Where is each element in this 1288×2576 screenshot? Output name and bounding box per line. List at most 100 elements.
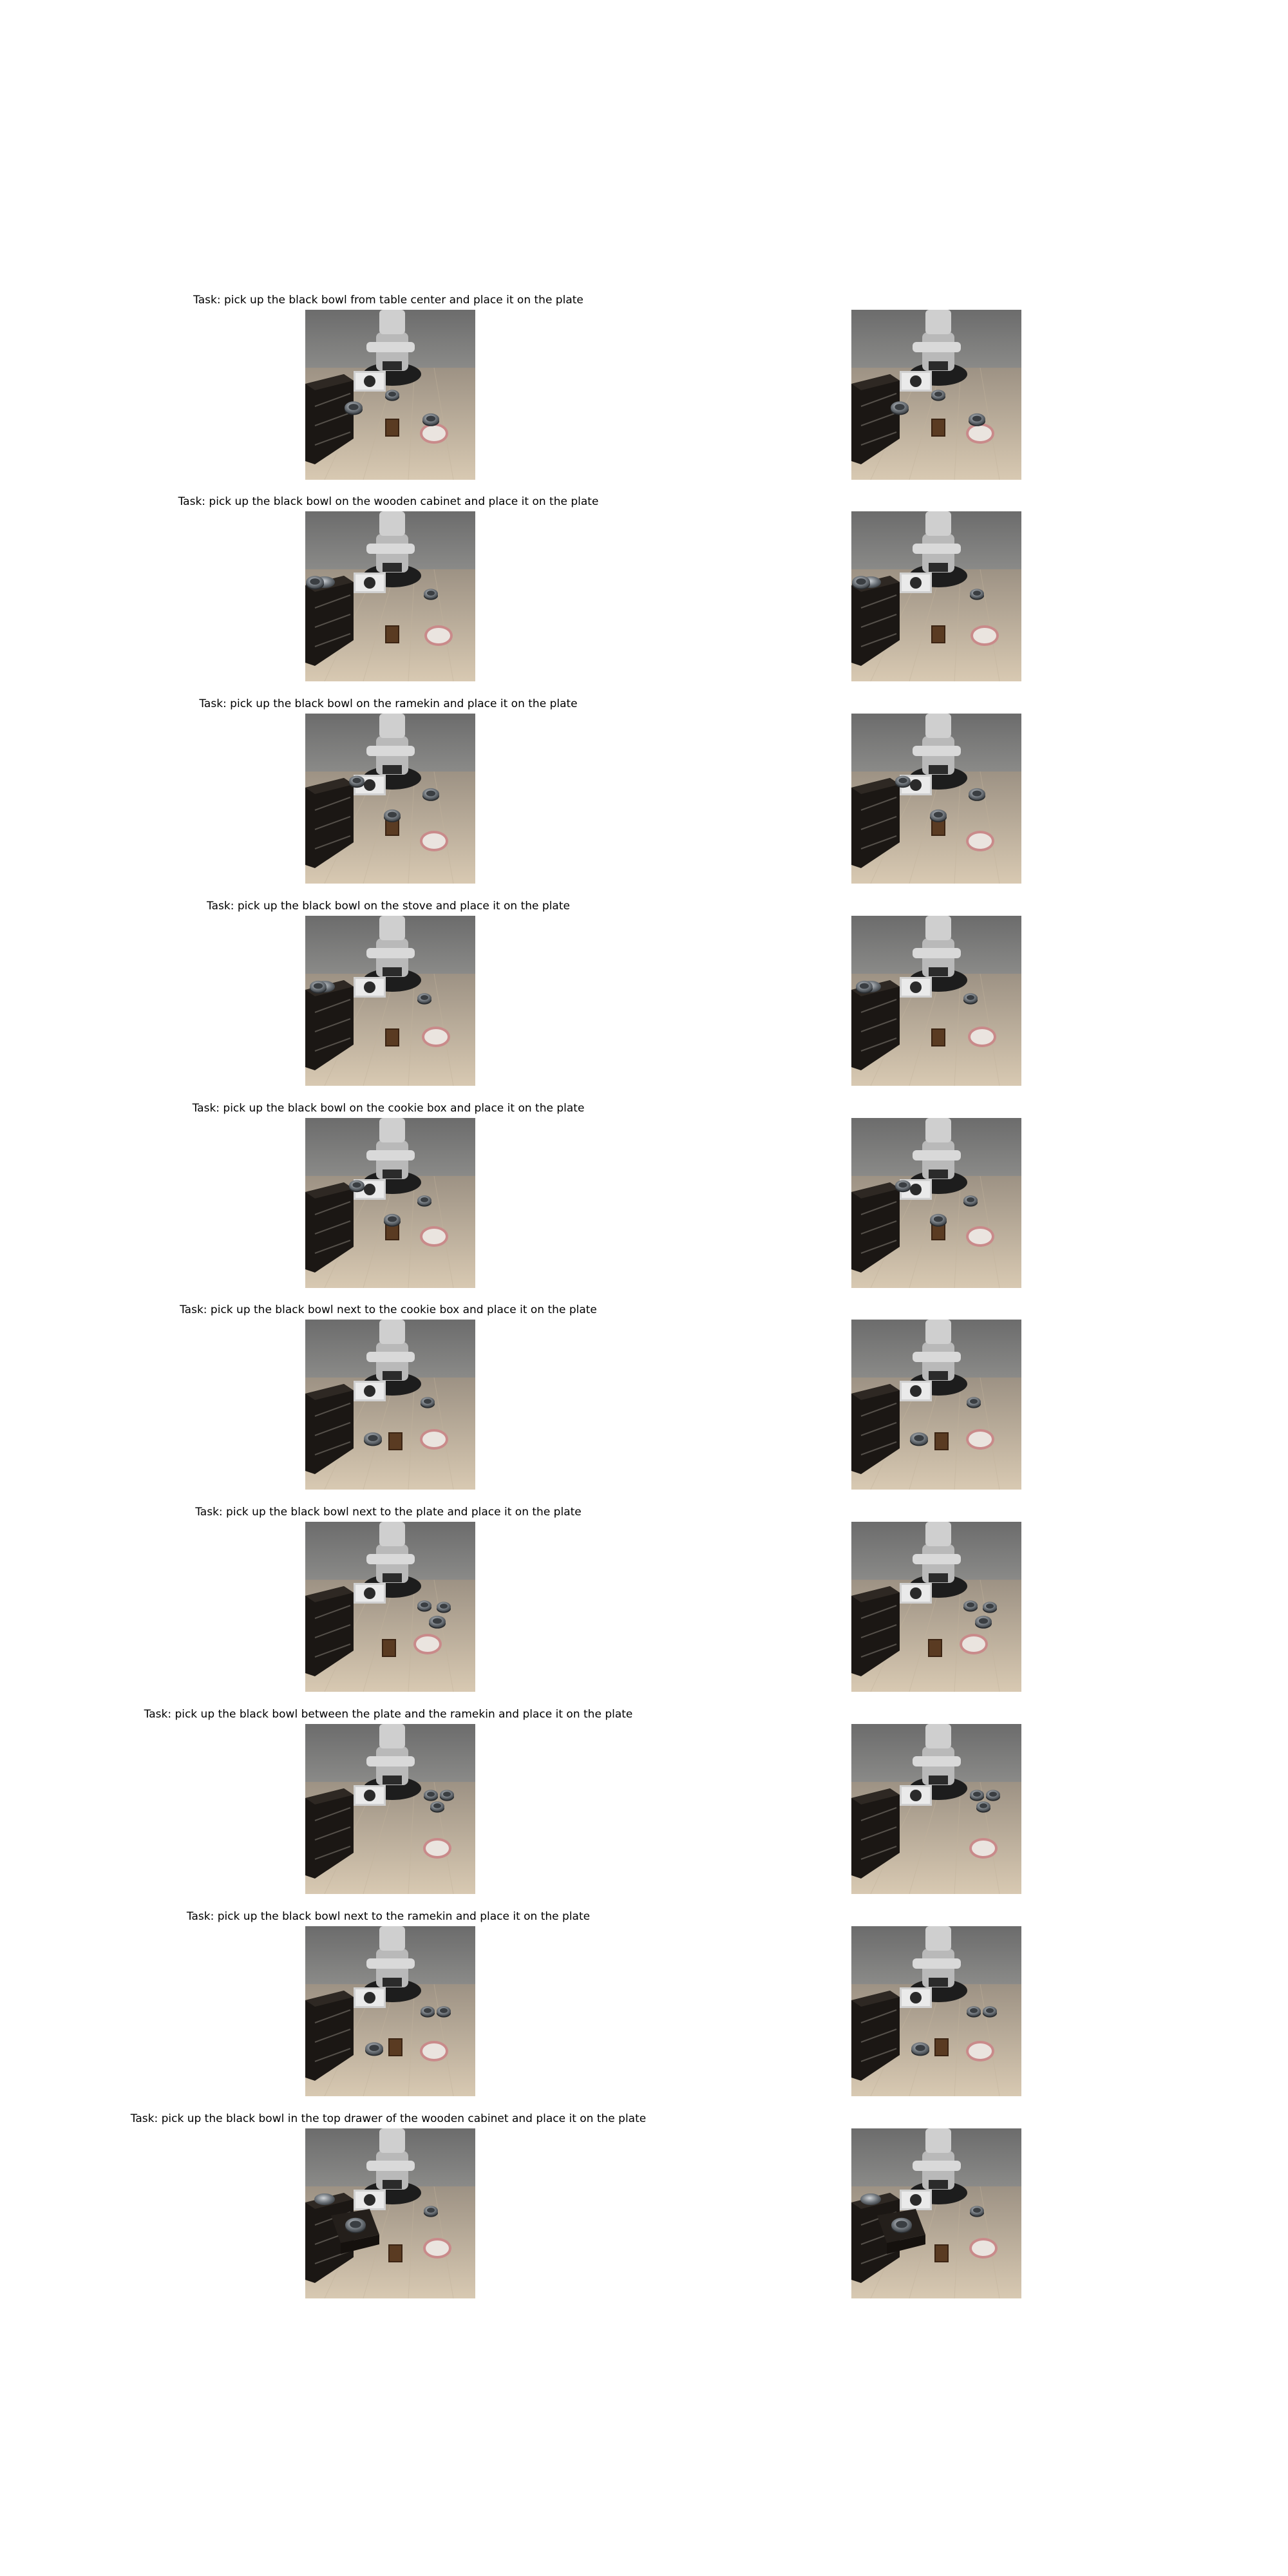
black-bowl <box>852 576 870 590</box>
black-bowl <box>306 576 324 590</box>
task-row: Task: pick up the black bowl next to the… <box>0 1506 1288 1705</box>
bowl-on-cabinet <box>314 2193 335 2205</box>
cookie-box <box>934 2038 949 2056</box>
scene-image-right <box>851 916 1021 1086</box>
black-bowl <box>440 1790 454 1801</box>
black-bowl <box>967 2006 981 2018</box>
robot-arm <box>909 916 967 992</box>
robot-arm <box>363 1118 421 1194</box>
plate <box>969 1838 998 1859</box>
black-bowl <box>891 2217 912 2233</box>
wooden-cabinet <box>305 1991 354 2081</box>
black-bowl <box>349 775 365 788</box>
black-bowl <box>983 2006 997 2018</box>
wooden-cabinet <box>851 1788 900 1879</box>
wooden-cabinet <box>851 778 900 868</box>
cookie-box <box>931 1028 945 1046</box>
black-bowl <box>437 2006 451 2018</box>
black-bowl <box>931 390 945 401</box>
plate <box>966 2041 994 2061</box>
black-bowl <box>967 1397 981 1408</box>
task-title: Task: pick up the black bowl next to the… <box>195 1506 582 1519</box>
stove <box>354 1987 386 2008</box>
black-bowl <box>424 2206 438 2217</box>
stove <box>900 2190 932 2210</box>
black-bowl <box>930 1213 947 1227</box>
black-bowl <box>345 401 363 415</box>
stove <box>900 1583 932 1604</box>
black-bowl <box>963 1195 978 1207</box>
plate <box>969 2238 998 2259</box>
plate <box>971 625 999 646</box>
task-title: Task: pick up the black bowl in the top … <box>130 2112 647 2125</box>
black-bowl <box>421 2006 435 2018</box>
black-bowl <box>910 1432 928 1446</box>
wooden-cabinet <box>851 1182 900 1273</box>
black-bowl <box>310 980 327 994</box>
cookie-box <box>928 1639 942 1657</box>
black-bowl <box>970 1790 984 1801</box>
scene-image-left <box>305 916 475 1086</box>
scene-image-right <box>851 1320 1021 1490</box>
cookie-box <box>388 2244 402 2262</box>
scene-image-left <box>305 1320 475 1490</box>
black-bowl <box>424 1790 438 1801</box>
cookie-box <box>388 2038 402 2056</box>
task-title: Task: pick up the black bowl next to the… <box>186 1910 591 1923</box>
black-bowl <box>385 390 399 401</box>
task-row: Task: pick up the black bowl in the top … <box>0 2112 1288 2312</box>
black-bowl <box>970 589 984 600</box>
robot-arm <box>909 1320 967 1396</box>
black-bowl <box>417 1600 431 1612</box>
scene-image-left <box>305 2128 475 2298</box>
stove <box>900 371 932 392</box>
cookie-box <box>388 1432 402 1450</box>
scene-image-right <box>851 1926 1021 2096</box>
stove <box>354 1583 386 1604</box>
plate <box>420 1226 448 1247</box>
black-bowl <box>895 1180 911 1193</box>
scene-image-left <box>305 1926 475 2096</box>
cookie-box <box>385 419 399 437</box>
robot-arm <box>363 511 421 587</box>
stove <box>900 573 932 593</box>
stove <box>354 371 386 392</box>
scene-image-left <box>305 1724 475 1894</box>
scene-image-right <box>851 1724 1021 1894</box>
robot-arm <box>909 714 967 790</box>
scene-image-right <box>851 2128 1021 2298</box>
scene-image-right <box>851 1522 1021 1692</box>
scene-image-left <box>305 310 475 480</box>
wooden-cabinet <box>305 778 354 868</box>
plate <box>423 2238 451 2259</box>
plate <box>968 1027 996 1047</box>
black-bowl <box>430 1801 444 1813</box>
black-bowl <box>429 1615 446 1629</box>
stove <box>354 1179 386 1200</box>
scene-image-left <box>305 1522 475 1692</box>
black-bowl <box>437 1602 451 1613</box>
black-bowl <box>891 401 909 415</box>
wooden-cabinet <box>851 1586 900 1676</box>
robot-arm <box>909 2128 967 2204</box>
plate <box>966 1429 994 1450</box>
black-bowl <box>856 980 873 994</box>
task-row: Task: pick up the black bowl next to the… <box>0 1303 1288 1503</box>
task-row: Task: pick up the black bowl on the wood… <box>0 495 1288 695</box>
black-bowl <box>983 1602 997 1613</box>
stove <box>900 1381 932 1401</box>
robot-arm <box>363 1926 421 2002</box>
black-bowl <box>976 1801 990 1813</box>
black-bowl <box>345 2217 366 2233</box>
wooden-cabinet <box>851 374 900 464</box>
black-bowl <box>975 1615 992 1629</box>
black-bowl <box>911 2042 929 2056</box>
black-bowl <box>424 589 438 600</box>
wooden-cabinet <box>305 1788 354 1879</box>
wooden-cabinet <box>851 1991 900 2081</box>
task-row: Task: pick up the black bowl from table … <box>0 294 1288 493</box>
black-bowl <box>969 413 985 426</box>
cookie-box <box>934 1432 949 1450</box>
black-bowl <box>422 788 439 801</box>
task-title: Task: pick up the black bowl on the stov… <box>207 900 570 913</box>
